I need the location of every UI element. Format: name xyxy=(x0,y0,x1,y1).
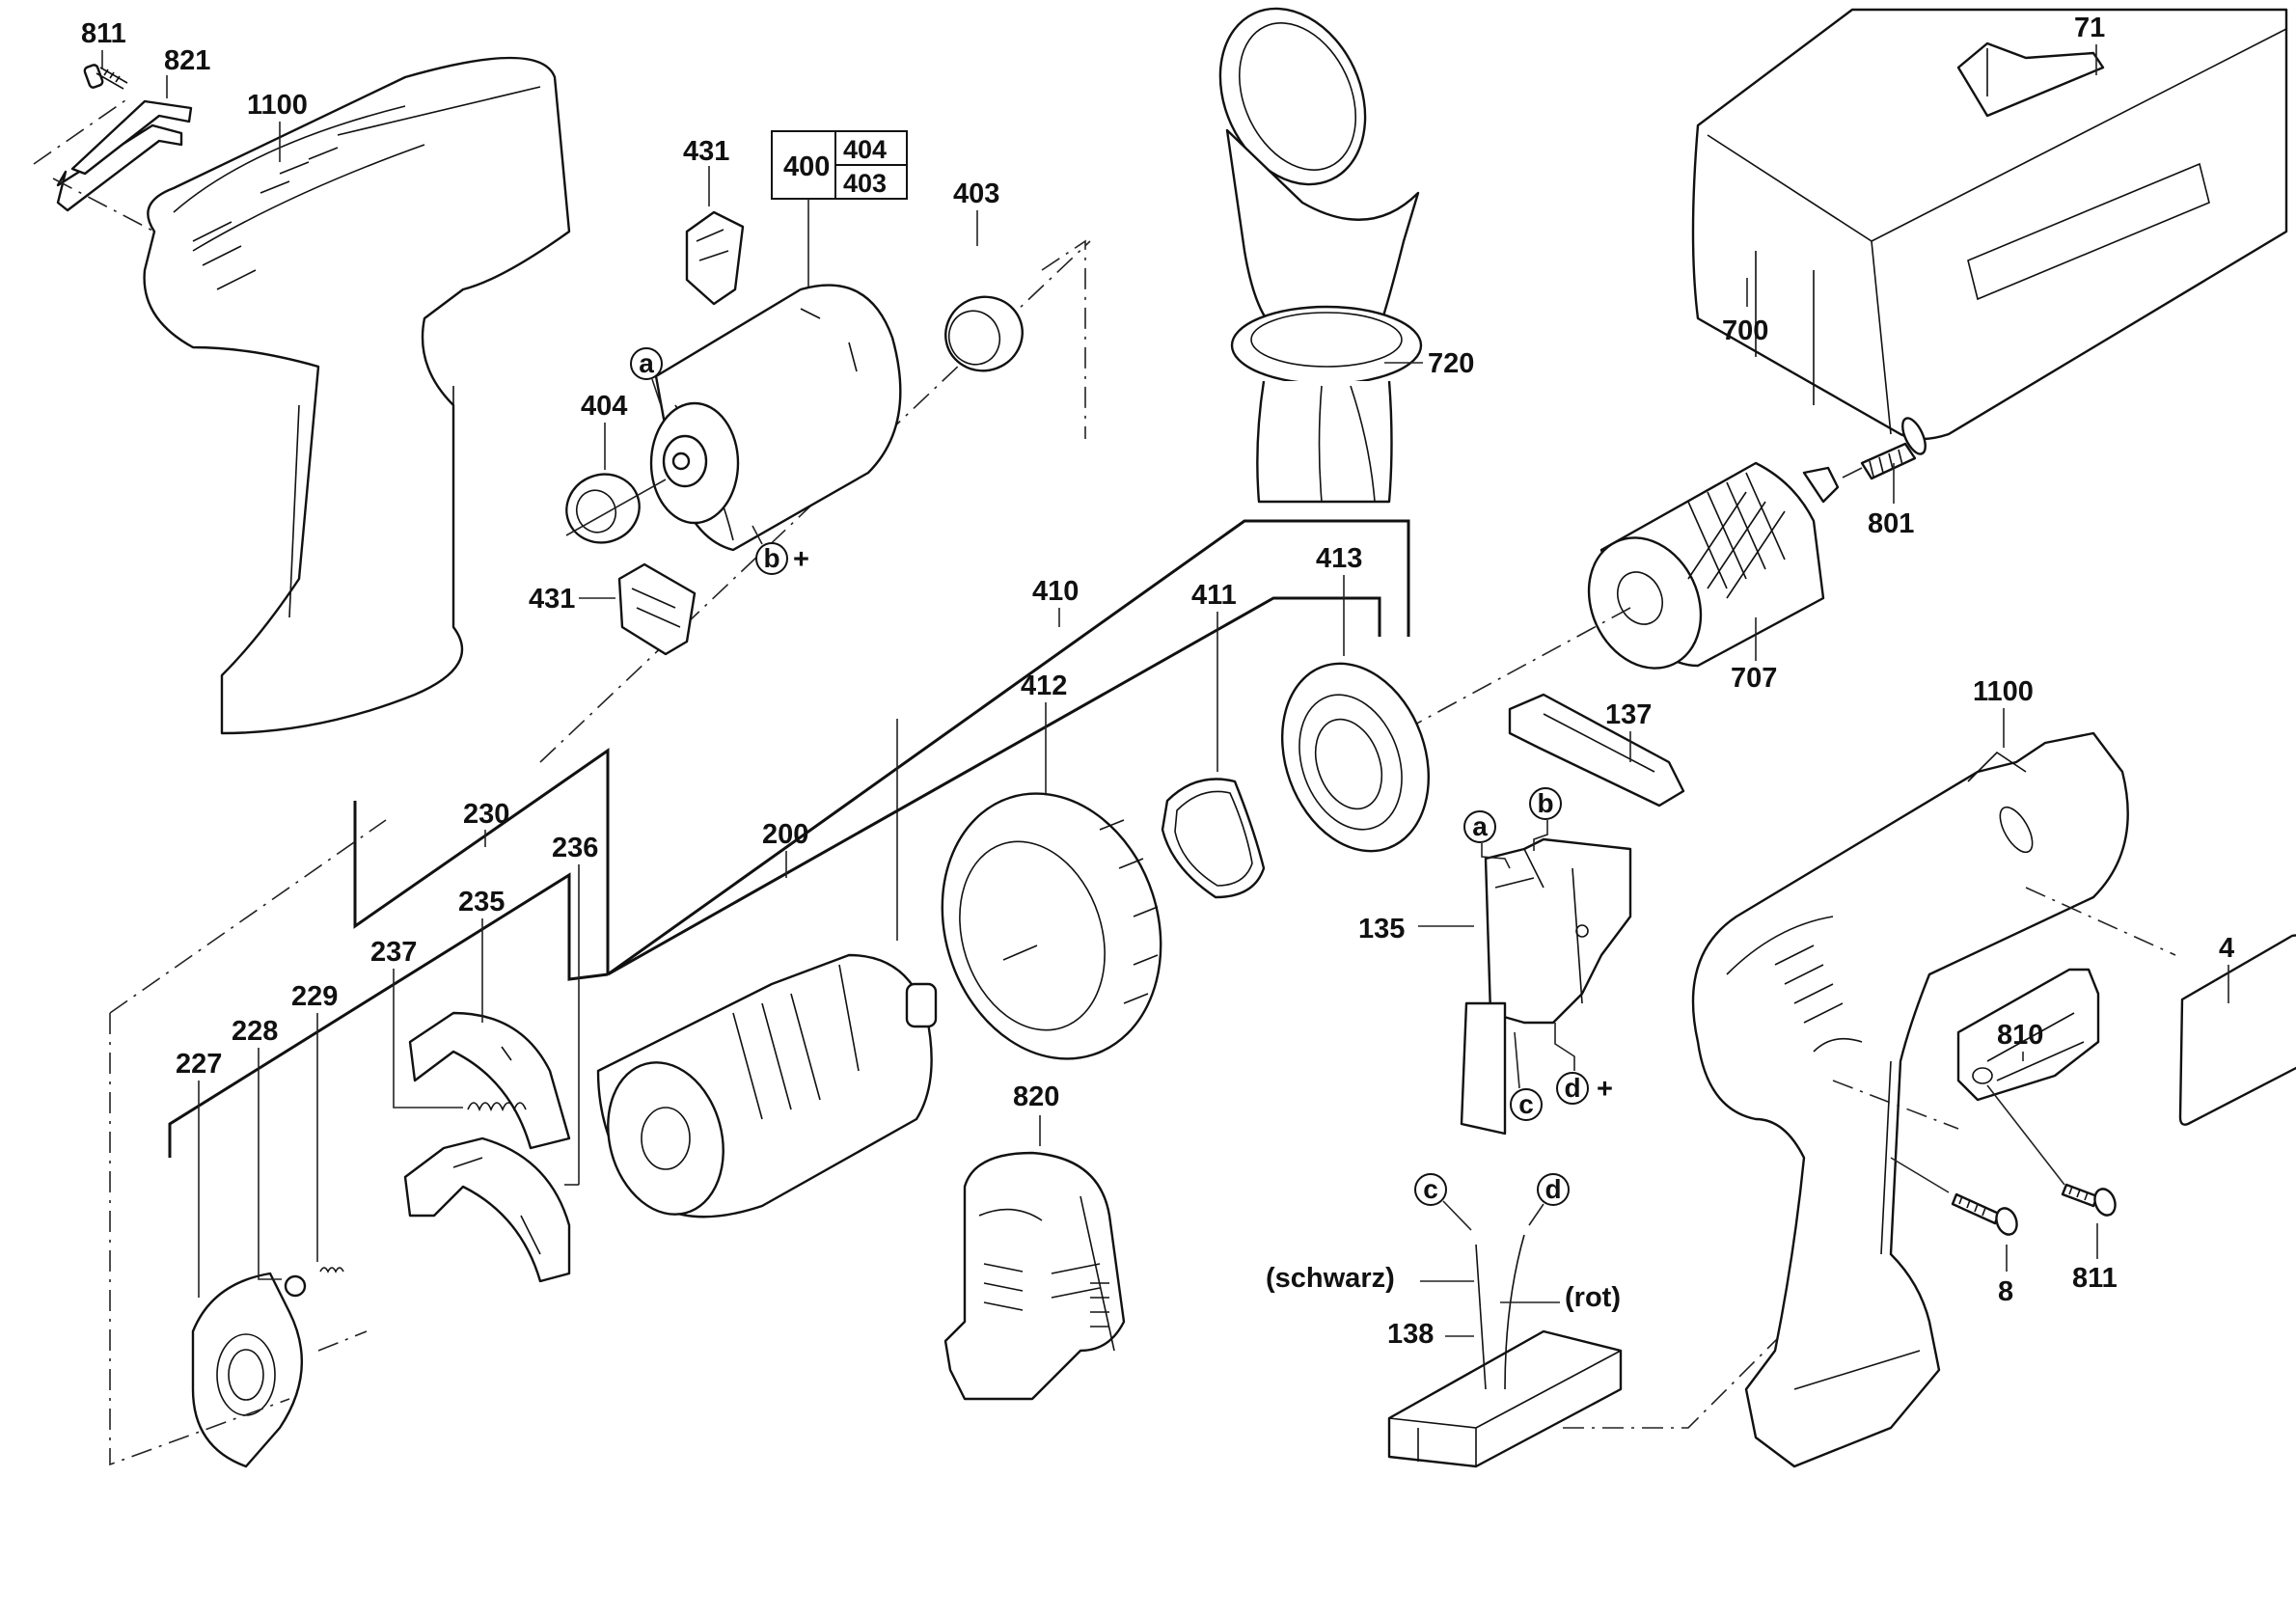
svg-text:b: b xyxy=(763,543,779,573)
connector-b-motor: b + xyxy=(752,525,809,575)
motor-400 xyxy=(649,284,902,552)
part-label-230: 230 xyxy=(463,799,509,830)
svg-text:d: d xyxy=(1544,1174,1561,1204)
spring-washer-411 xyxy=(1161,778,1266,899)
part-label-237: 237 xyxy=(370,937,417,968)
connector-c-switch: c xyxy=(1510,1031,1543,1121)
bracket-group-413 xyxy=(607,596,1381,976)
spring-229 xyxy=(319,1267,344,1273)
part-label-810: 810 xyxy=(1997,1020,2043,1051)
svg-text:a: a xyxy=(1472,811,1488,841)
housing-half-1100-right xyxy=(1691,731,2129,1468)
belt-clip-holder-810 xyxy=(1956,968,2100,1102)
chuck-screw-801 xyxy=(1860,417,1927,480)
bracket-group-410 xyxy=(607,519,1410,976)
clutch-plate-227 xyxy=(191,1272,304,1468)
part-label-200: 200 xyxy=(762,819,808,850)
brush-holder-431-top xyxy=(685,210,745,306)
connector-d-wire: d xyxy=(1528,1173,1570,1226)
part-label-700: 700 xyxy=(1722,315,1768,346)
part-label-720: 720 xyxy=(1428,348,1474,379)
svg-text:d: d xyxy=(1564,1073,1580,1103)
part-label-707: 707 xyxy=(1731,663,1777,694)
switch-135 xyxy=(1460,837,1632,1136)
part-label-821: 821 xyxy=(164,45,210,76)
part-label-227: 227 xyxy=(176,1049,222,1080)
carrying-case-700 xyxy=(1691,8,2288,441)
clutch-cover-235 xyxy=(408,1011,571,1150)
part-label-820: 820 xyxy=(1013,1081,1059,1112)
part-label-138: 138 xyxy=(1387,1319,1434,1350)
part-label-404-sub: 404 xyxy=(843,135,887,164)
torque-collar-412 xyxy=(941,792,1162,1060)
brush-holder-431-bottom xyxy=(617,562,697,656)
bearing-403 xyxy=(944,295,1024,372)
part-label-228: 228 xyxy=(232,1016,278,1047)
ring-gear-413 xyxy=(1280,662,1431,853)
connector-b-switch: b xyxy=(1529,787,1562,851)
part-label-229: 229 xyxy=(291,981,338,1012)
screw-811-top xyxy=(83,64,128,90)
part-label-801: 801 xyxy=(1868,508,1914,539)
connector-a-switch: a xyxy=(1463,810,1511,869)
part-label-1100-left: 1100 xyxy=(247,90,308,121)
plus-sign: + xyxy=(1597,1074,1613,1105)
svg-text:a: a xyxy=(639,348,654,378)
part-label-8: 8 xyxy=(1998,1276,2013,1307)
clutch-housing-236 xyxy=(403,1136,571,1283)
part-label-404: 404 xyxy=(581,391,627,422)
part-label-403: 403 xyxy=(953,178,999,209)
part-label-1100-right: 1100 xyxy=(1973,676,2034,707)
connector-a-motor: a xyxy=(630,347,663,406)
part-label-400: 400 xyxy=(783,151,830,182)
part-label-236: 236 xyxy=(552,833,598,863)
screw-811-bottom xyxy=(2061,1183,2117,1217)
plus-sign: + xyxy=(793,544,809,575)
direction-slide-137 xyxy=(1508,693,1685,808)
bracket-group-230 xyxy=(353,748,610,974)
bit-holder-820 xyxy=(943,1151,1126,1401)
part-label-431-bottom: 431 xyxy=(529,584,575,615)
connector-d-switch: d + xyxy=(1554,1023,1613,1105)
keyless-chuck-707 xyxy=(1587,461,1840,670)
part-label-811: 811 xyxy=(81,18,126,49)
nameplate-4 xyxy=(2178,934,2296,1126)
svg-text:c: c xyxy=(1518,1089,1534,1119)
part-label-431-top: 431 xyxy=(683,136,729,167)
bearing-404 xyxy=(565,473,641,544)
part-label-71: 71 xyxy=(2074,13,2105,43)
part-label-403-sub: 403 xyxy=(843,169,887,198)
ball-228 xyxy=(284,1274,307,1298)
svg-text:c: c xyxy=(1423,1174,1438,1204)
part-label-410: 410 xyxy=(1032,576,1079,607)
part-label-412: 412 xyxy=(1021,671,1067,701)
wire-label-black: (schwarz) xyxy=(1266,1263,1395,1294)
screw-8 xyxy=(1951,1192,2018,1236)
side-handle-720 xyxy=(1218,7,1423,504)
gearbox-200 xyxy=(596,953,938,1218)
svg-text:b: b xyxy=(1537,788,1553,818)
battery-terminal-block-138 xyxy=(1387,1234,1623,1468)
part-number-table-400 xyxy=(771,130,908,200)
part-label-235: 235 xyxy=(458,887,505,917)
bracket-group-236 xyxy=(168,872,609,1158)
part-label-811-bottom: 811 xyxy=(2072,1263,2118,1294)
motor-housing-half-1100 xyxy=(143,56,571,735)
part-label-135: 135 xyxy=(1358,914,1405,944)
spring-237 xyxy=(467,1102,527,1112)
part-label-137: 137 xyxy=(1605,699,1652,730)
wire-label-red: (rot) xyxy=(1565,1282,1621,1313)
part-label-411: 411 xyxy=(1191,580,1237,611)
belt-clip-821 xyxy=(56,99,193,212)
part-label-4: 4 xyxy=(2219,933,2234,964)
connector-c-wire: c xyxy=(1414,1173,1472,1231)
part-label-413: 413 xyxy=(1316,543,1362,574)
